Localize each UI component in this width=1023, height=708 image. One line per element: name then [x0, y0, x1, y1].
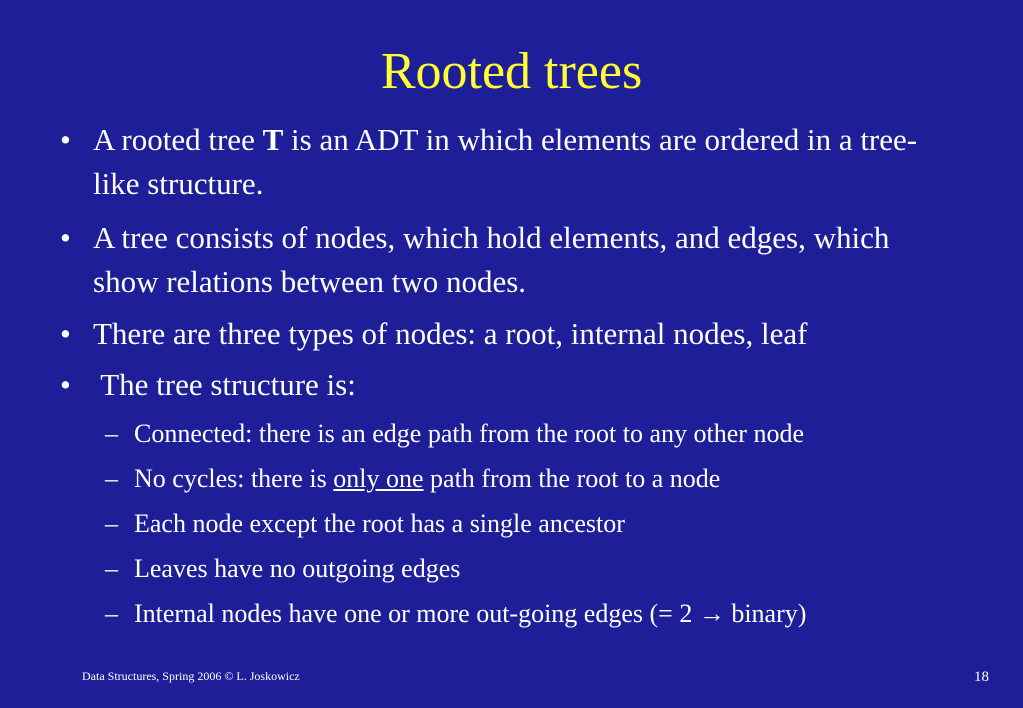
dash-marker: – [105, 599, 118, 628]
tree-symbol: T [262, 122, 284, 157]
bullet-marker: • [60, 367, 71, 402]
sub-bullet-text: Internal nodes have one or more out-goin… [134, 599, 807, 628]
bullet-text: A tree consists of nodes, which hold ele… [93, 220, 890, 299]
dash-marker: – [105, 509, 118, 538]
bullet-marker: • [60, 122, 71, 157]
sub-bullet-text: Each node except the root has a single a… [134, 509, 625, 538]
slide-footer: Data Structures, Spring 2006 © L. Joskow… [82, 669, 300, 683]
sub-bullet-text: Leaves have no outgoing edges [134, 554, 461, 583]
dash-marker: – [105, 464, 118, 493]
bullet-marker: • [60, 316, 71, 351]
bullet-text: There are three types of nodes: a root, … [93, 316, 808, 351]
sub-bullet-text: Connected: there is an edge path from th… [134, 419, 805, 448]
sub-bullet-text: No cycles: there is only one path from t… [134, 464, 721, 493]
slide-title: Rooted trees [380, 43, 643, 100]
dash-marker: – [105, 554, 118, 583]
dash-marker: – [105, 419, 118, 448]
underlined-emphasis: only one [333, 464, 424, 493]
page-number: 18 [974, 669, 989, 685]
bullet-marker: • [60, 220, 71, 255]
arrow-right-icon: → [698, 599, 725, 628]
bullet-text: The tree structure is: [93, 367, 356, 402]
bullet-text: A rooted tree T is an ADT in which eleme… [93, 122, 918, 201]
